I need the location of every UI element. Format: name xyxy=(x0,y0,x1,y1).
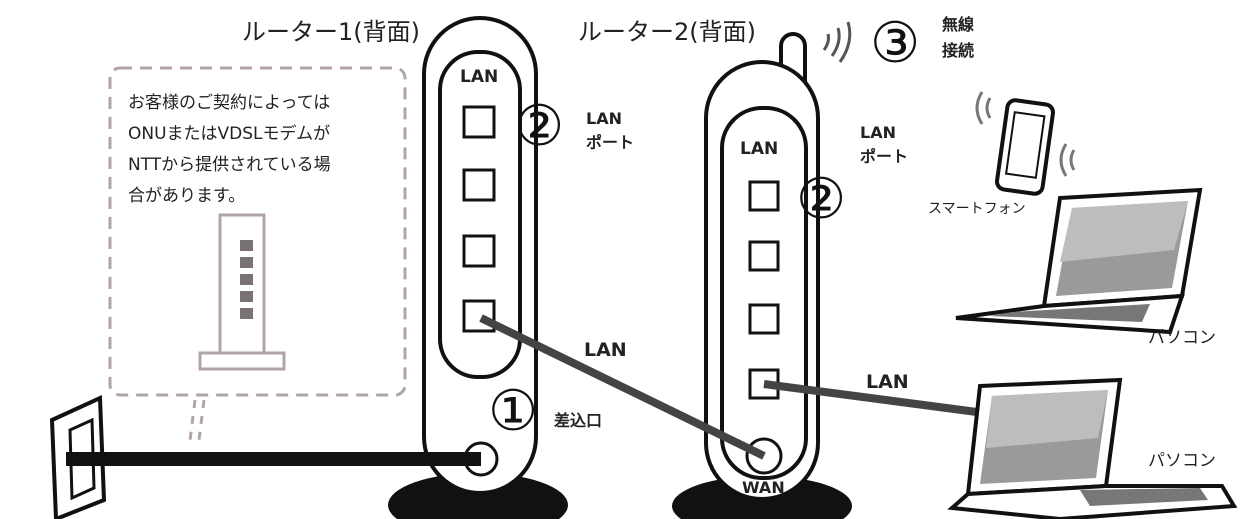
step-3-label-line1: 無線 xyxy=(942,15,974,34)
step-1-label: 差込口 xyxy=(554,411,602,430)
pc2-laptop-icon xyxy=(947,377,1238,519)
router2-lan-port-3 xyxy=(748,303,780,335)
note-line-1: お客様のご契約によっては xyxy=(128,93,330,113)
smartphone-label: スマートフォン xyxy=(928,201,1026,217)
router2-lan-label: LAN xyxy=(740,139,778,159)
note-line-4: 合があります。 xyxy=(128,186,245,206)
router2-wireless-waves-icon xyxy=(822,21,852,63)
router2-wan-label: WAN xyxy=(742,478,785,497)
router1-lan-label: LAN xyxy=(460,67,498,87)
step-2-label-b-line2: ポート xyxy=(860,147,908,166)
router2-lan-port-2 xyxy=(748,240,780,272)
router1-lan-port-1 xyxy=(462,105,496,139)
router1-to-router2-lan-cable xyxy=(479,314,766,460)
step-2-label-a-line2: ポート xyxy=(586,133,634,152)
router-2 xyxy=(672,32,852,519)
router1-lan-port-3 xyxy=(462,234,496,268)
smartphone-icon xyxy=(994,98,1056,196)
step-2-label-b-line1: LAN xyxy=(860,123,896,142)
step-3-label-line2: 接続 xyxy=(942,41,974,60)
note-box xyxy=(108,66,407,441)
cables xyxy=(66,314,993,466)
note-line-2: ONUまたはVDSLモデムが xyxy=(128,123,330,144)
router-1 xyxy=(388,16,568,519)
pc1-laptop-icon xyxy=(955,187,1203,335)
step-2-number-b: ② xyxy=(796,167,846,232)
router2-lan-port-1 xyxy=(748,180,780,212)
step-3-number: ③ xyxy=(870,11,920,76)
pc2-label: パソコン xyxy=(1148,451,1216,471)
router1-lan-port-2 xyxy=(462,168,496,202)
cable-lan-label-2: LAN xyxy=(866,371,909,393)
onu-modem-illustration xyxy=(198,213,286,371)
step-2-number-a: ② xyxy=(514,94,564,159)
router2-title: ルーター2(背面) xyxy=(578,18,756,46)
smartphone-wireless-waves-icon xyxy=(975,91,1076,177)
router1-title: ルーター1(背面) xyxy=(242,18,420,46)
note-line-3: NTTから提供されている場 xyxy=(128,155,331,175)
pc1-label: パソコン xyxy=(1148,328,1216,348)
cable-lan-label-1: LAN xyxy=(584,339,627,361)
step-1-number: ① xyxy=(488,379,538,444)
router2-to-pc2-lan-cable xyxy=(763,380,993,418)
step-2-label-a-line1: LAN xyxy=(586,109,622,128)
